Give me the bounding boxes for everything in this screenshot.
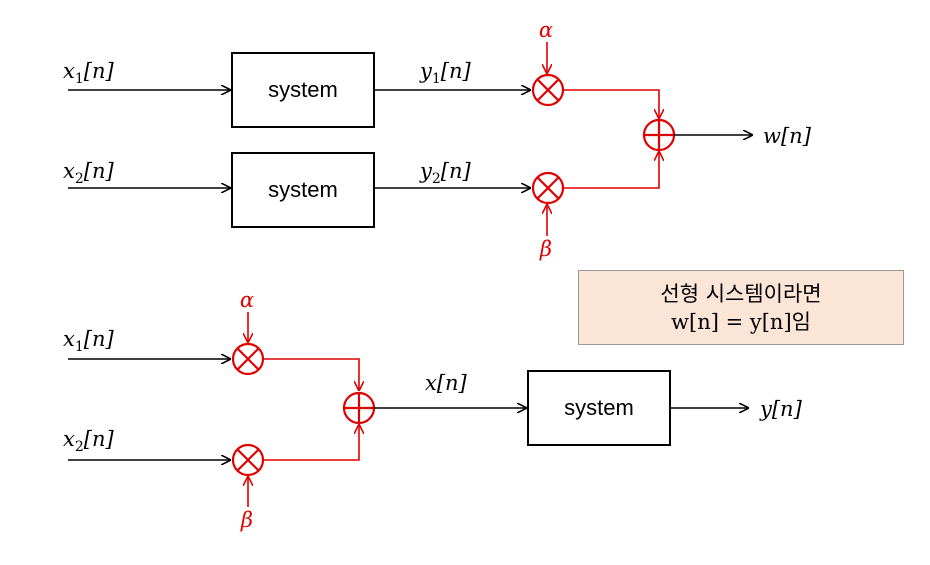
- bottom-path-lower: [263, 425, 359, 461]
- top-multiplier1-icon: [531, 73, 565, 107]
- top-input1-label: x1[n]: [63, 59, 114, 87]
- top-system2-box: [231, 152, 375, 228]
- bottom-multiplier2-icon: [231, 443, 265, 477]
- bottom-multiplier1-icon: [231, 342, 265, 376]
- bottom-sum-label: x[n]: [425, 371, 468, 395]
- top-output2-label: y2[n]: [419, 159, 472, 187]
- top-adder-icon: [642, 118, 676, 152]
- top-path-lower: [563, 152, 659, 189]
- linearity-note: 선형 시스템이라면 w[n] = y[n]임: [578, 270, 904, 345]
- top-output1-label: y1[n]: [419, 59, 472, 87]
- bottom-system-box: [527, 370, 671, 446]
- note-line2: w[n] = y[n]임: [671, 309, 811, 334]
- top-system1-box: [231, 52, 375, 128]
- top-alpha-label: α: [539, 18, 553, 42]
- note-line1: 선형 시스템이라면: [660, 281, 822, 306]
- bottom-input2-label: x2[n]: [63, 427, 114, 455]
- bottom-beta-label: β: [240, 508, 253, 532]
- bottom-system-label: system: [564, 395, 634, 420]
- bottom-alpha-label: α: [240, 288, 254, 312]
- bottom-result-label: y[n]: [759, 397, 803, 421]
- bottom-adder-icon: [342, 391, 376, 425]
- top-system2-label: system: [268, 177, 338, 202]
- top-input2-label: x2[n]: [63, 159, 114, 187]
- top-diagram: x1[n] system y1[n] α x2[n] system y2[n]: [63, 18, 812, 261]
- top-beta-label: β: [539, 237, 552, 261]
- bottom-diagram: α x1[n] x2[n] β x[n]: [63, 288, 803, 532]
- top-multiplier2-icon: [531, 171, 565, 205]
- top-result-label: w[n]: [763, 124, 812, 148]
- top-path-upper: [563, 89, 659, 118]
- top-system1-label: system: [268, 77, 338, 102]
- bottom-input1-label: x1[n]: [63, 327, 114, 355]
- bottom-path-upper: [263, 358, 359, 390]
